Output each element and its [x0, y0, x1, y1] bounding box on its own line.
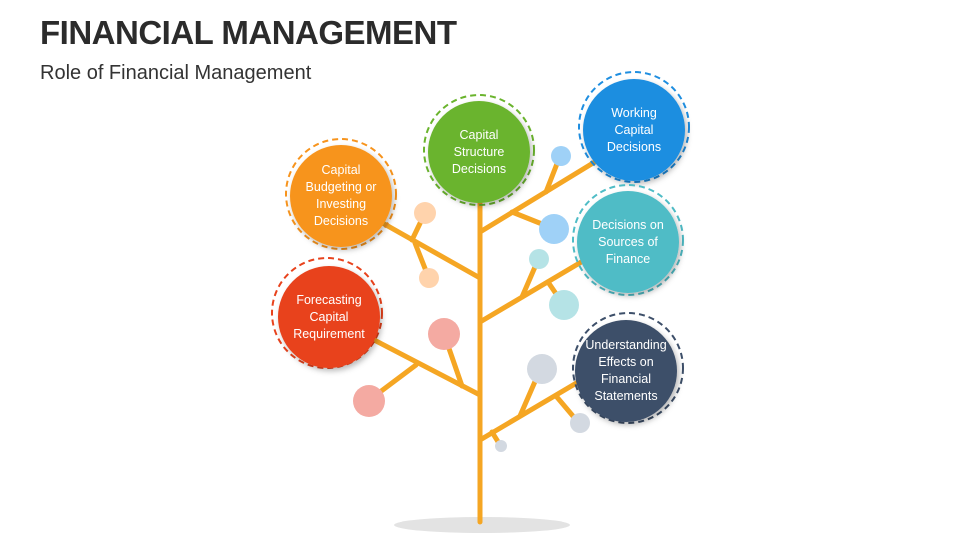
branch-capital-budgeting — [369, 214, 483, 281]
node-capital-budgeting-label: Capital Budgeting or Investing Decisions — [305, 163, 377, 228]
node-capital-budgeting-circle — [285, 138, 397, 250]
node-capital-structure-circle — [423, 94, 535, 206]
node-sources-of-finance-label: Decisions on Sources of Finance — [592, 217, 664, 266]
leaf-circles — [353, 146, 590, 452]
node-forecasting-label: Forecasting Capital Requirement — [293, 292, 365, 341]
branch-working-capital — [477, 157, 601, 235]
ground-shadow — [394, 517, 570, 533]
node-understanding-effects-circle — [572, 312, 684, 424]
node-understanding-effects-label: Understanding Effects on Financial State… — [585, 338, 667, 403]
page-subtitle: Role of Financial Management — [40, 62, 312, 84]
node-forecasting-circle — [271, 257, 383, 369]
branch-sources-of-finance — [477, 255, 591, 325]
node-sources-of-finance-circle — [572, 184, 684, 296]
node-capital-structure-label: Capital Structure Decisions — [451, 127, 507, 176]
branch-understanding-effects — [477, 372, 593, 443]
tree-branches — [352, 153, 601, 525]
node-working-capital-label: Working Capital Decisions — [606, 105, 662, 154]
node-working-capital-circle — [578, 71, 690, 183]
page-title: FINANCIAL MANAGEMENT — [40, 14, 457, 51]
